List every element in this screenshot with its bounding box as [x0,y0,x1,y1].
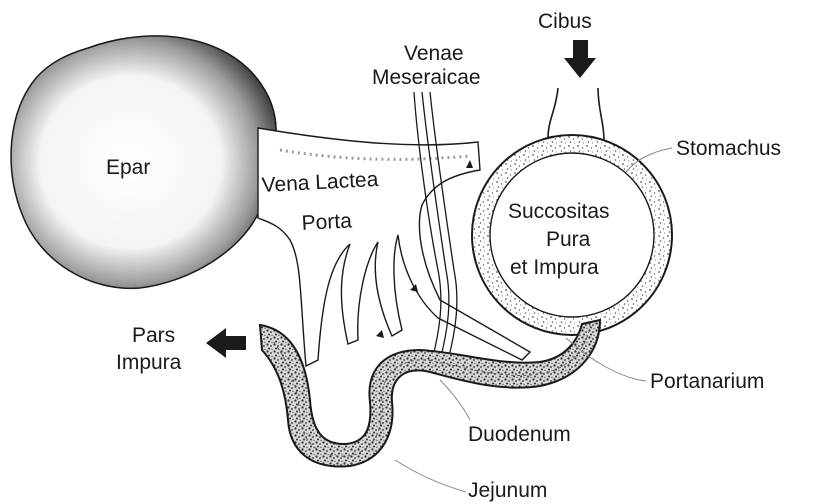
flow-arrow-3 [376,330,384,338]
arrow-left-icon [206,328,246,358]
label-succositas-line2: Pura [546,228,591,251]
label-epar: Epar [106,156,150,179]
label-jejunum: Jejunum [468,479,547,502]
label-cibus: Cibus [538,10,592,33]
label-stomachus: Stomachus [676,137,781,160]
label-succositas-line3: et Impura [510,256,599,279]
label-pars-line2: Impura [116,351,182,374]
label-pars-line1: Pars [132,324,175,347]
label-portanarium: Portanarium [650,370,764,393]
leader-duodenum [440,380,470,420]
label-succositas-line1: Succositas [508,200,610,223]
arrow-down-icon [564,40,596,78]
label-venae-line2: Meseraicae [372,66,481,89]
leader-jejunum [395,460,466,492]
label-vena-line2: Porta [301,209,353,235]
label-duodenum: Duodenum [468,423,571,446]
esophagus [548,88,604,140]
label-venae-line1: Venae [404,42,464,65]
